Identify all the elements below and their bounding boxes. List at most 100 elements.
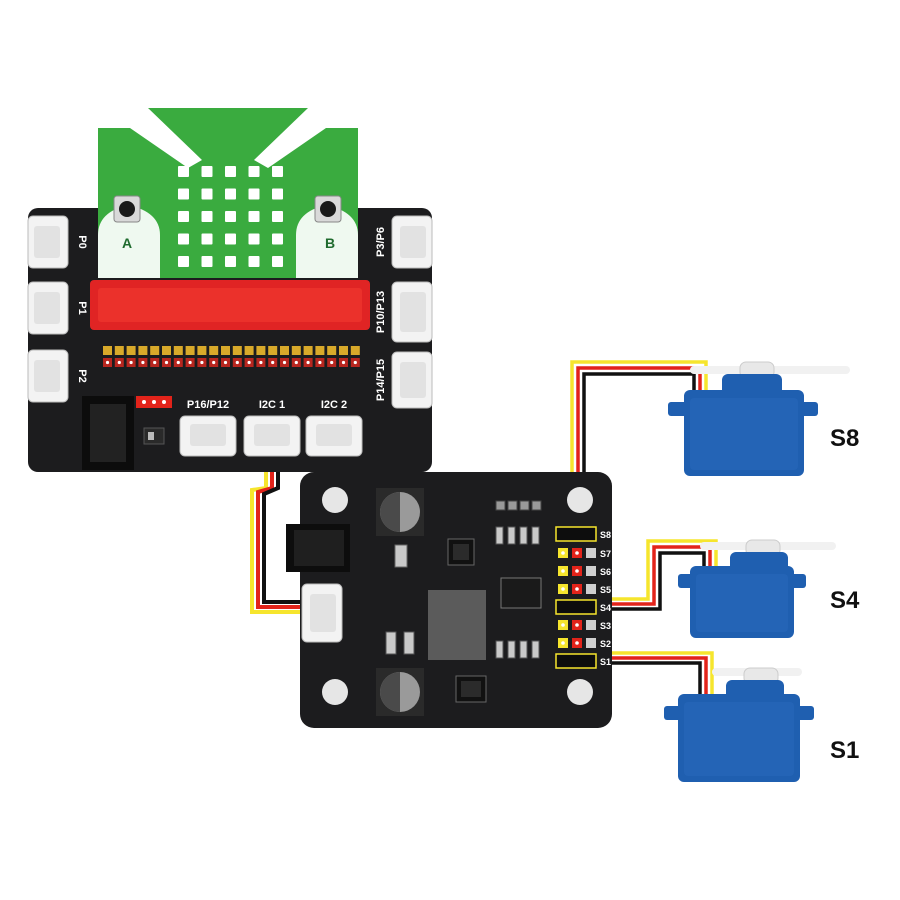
port-p2[interactable] (27, 349, 69, 403)
button-a[interactable] (113, 195, 141, 223)
led (272, 166, 283, 177)
power-jack (286, 524, 350, 572)
servo-channel-s4[interactable]: S4 (555, 599, 611, 615)
servo-channel-label: S7 (600, 549, 611, 559)
port-p3-p6[interactable] (391, 215, 433, 269)
servo-channel-label: S4 (600, 603, 611, 613)
servo-channel-s6[interactable]: S6 (558, 566, 611, 577)
port-p16-p12-label: P16/P12 (187, 399, 229, 411)
header-pin-dot (188, 360, 192, 365)
power-switch[interactable] (143, 427, 165, 445)
port-p10-p13[interactable] (391, 281, 433, 343)
driver-chip (500, 577, 542, 609)
led (272, 188, 283, 200)
mounting-holes (322, 487, 593, 705)
servo-s4-label: S4 (830, 587, 860, 614)
header-pin (185, 346, 195, 355)
pin-dot (561, 623, 565, 627)
servo-plug (555, 599, 597, 615)
servo-plug (555, 526, 597, 542)
expansion-board: A B P0 P1 P2 (27, 108, 433, 472)
servo-s1 (664, 667, 814, 782)
header-pin (315, 346, 325, 355)
led (272, 256, 283, 267)
led (201, 188, 213, 200)
header-pin (244, 346, 254, 355)
button-b[interactable] (314, 195, 342, 223)
header-pin-dot (306, 360, 310, 365)
port-p16-p12[interactable] (179, 415, 237, 457)
header-pin-dot (353, 360, 357, 365)
ground-pin (586, 566, 596, 576)
ground-pin (586, 548, 596, 558)
pin-dot (561, 569, 565, 573)
i2c-input-port[interactable] (301, 583, 343, 643)
header-pin (173, 346, 183, 355)
servo-channel-s3[interactable]: S3 (558, 620, 611, 631)
header-pin (280, 346, 289, 355)
header-pin (162, 346, 171, 355)
led (201, 256, 213, 267)
ic-top (447, 538, 475, 566)
header-pin-dot (176, 360, 180, 365)
port-p14-p15[interactable] (391, 351, 433, 409)
header-pin (114, 346, 124, 355)
pin-dot (575, 569, 579, 573)
header-pin-dot (330, 360, 334, 365)
header-pin-dot (235, 360, 239, 365)
ic-bottom (455, 675, 487, 703)
servo-channel-label: S2 (600, 639, 611, 649)
header-pin (138, 346, 148, 355)
servo-channel-s1[interactable]: S1 (555, 653, 611, 669)
servo-channel-s7[interactable]: S7 (558, 548, 611, 559)
ground-pin (586, 584, 596, 594)
port-p0[interactable] (27, 215, 69, 269)
servo-s1-label: S1 (830, 737, 859, 764)
led (248, 166, 260, 177)
header-pin (350, 346, 360, 355)
capacitor-top (376, 488, 424, 536)
pin-dot (575, 551, 579, 555)
servo-plug (555, 653, 597, 669)
servo-channel-s5[interactable]: S5 (558, 584, 611, 595)
port-i2c1[interactable] (243, 415, 301, 457)
servo-channel-s8[interactable]: S8 (555, 526, 611, 542)
header-pin (221, 346, 230, 355)
header-pin-dot (164, 360, 169, 365)
led (201, 233, 213, 245)
bottom-ports: P16/P12 I2C 1 I2C 2 (179, 399, 363, 457)
led-matrix (178, 166, 283, 267)
led (225, 256, 236, 267)
header-pin-dot (141, 360, 145, 365)
header-pin (103, 346, 112, 355)
header-pin (291, 346, 301, 355)
header-pin (150, 346, 160, 355)
pin-dot (575, 623, 579, 627)
led (272, 211, 283, 222)
header-pin-dot (294, 360, 298, 365)
servo-channel-label: S1 (600, 657, 611, 667)
servo-s8-label: S8 (830, 425, 859, 452)
servo-channel-s2[interactable]: S2 (558, 638, 611, 649)
port-p1-label: P1 (76, 301, 88, 314)
led (272, 233, 283, 245)
header-pin (268, 346, 278, 355)
capacitor-bottom (376, 668, 424, 716)
header-pins (136, 396, 172, 408)
port-i2c2[interactable] (305, 415, 363, 457)
servo-channel-label: S5 (600, 585, 611, 595)
pin-dot (561, 641, 565, 645)
pin-header (103, 346, 360, 367)
port-p1[interactable] (27, 281, 69, 335)
led (178, 211, 189, 222)
header-pin-dot (200, 360, 204, 365)
header-pin-dot (259, 360, 263, 365)
led (178, 166, 189, 177)
servo-channel-label: S8 (600, 530, 611, 540)
led (225, 188, 236, 200)
resistor-array-bottom (495, 640, 540, 659)
left-ports: P0 P1 P2 (27, 215, 88, 403)
resistor-pair (385, 631, 415, 655)
